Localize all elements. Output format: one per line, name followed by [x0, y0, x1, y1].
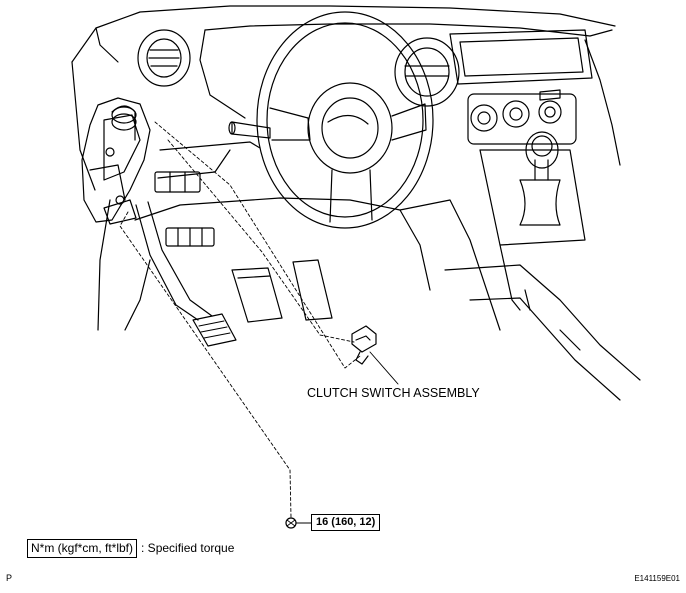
steering-wheel: [256, 11, 434, 229]
dashed-leader-lines: [119, 121, 361, 518]
solid-leader-lines: [295, 351, 399, 524]
clutch-switch-callout: CLUTCH SWITCH ASSEMBLY: [307, 386, 480, 400]
pedal-bracket-assembly: [81, 97, 151, 225]
clutch-pedal: [135, 201, 237, 347]
gear-shift-lever: [479, 131, 586, 311]
torque-value-box: 16 (160, 12): [311, 514, 381, 531]
lower-dash-panel: [97, 197, 501, 331]
center-console-tunnel: [444, 264, 641, 401]
left-air-vent: [137, 29, 191, 87]
page-marker: P: [6, 573, 13, 583]
legend-unit-box: N*m (kgf*cm, ft*lbf): [27, 539, 138, 558]
clutch-switch-part: [351, 325, 377, 365]
legend-description: : Specified torque: [141, 541, 235, 555]
lower-switch-panels: [154, 171, 215, 247]
dashboard-outline: [71, 5, 621, 191]
torque-legend: N*m (kgf*cm, ft*lbf): Specified torque: [27, 539, 234, 558]
turn-signal-stalk: [228, 121, 271, 139]
figure-id: E141159E01: [634, 574, 680, 583]
bolt-part: [285, 517, 297, 529]
accelerator-pedal: [292, 259, 333, 321]
center-console-controls: [467, 89, 577, 145]
instrument-cluster: [394, 29, 593, 107]
brake-pedal: [231, 267, 283, 323]
